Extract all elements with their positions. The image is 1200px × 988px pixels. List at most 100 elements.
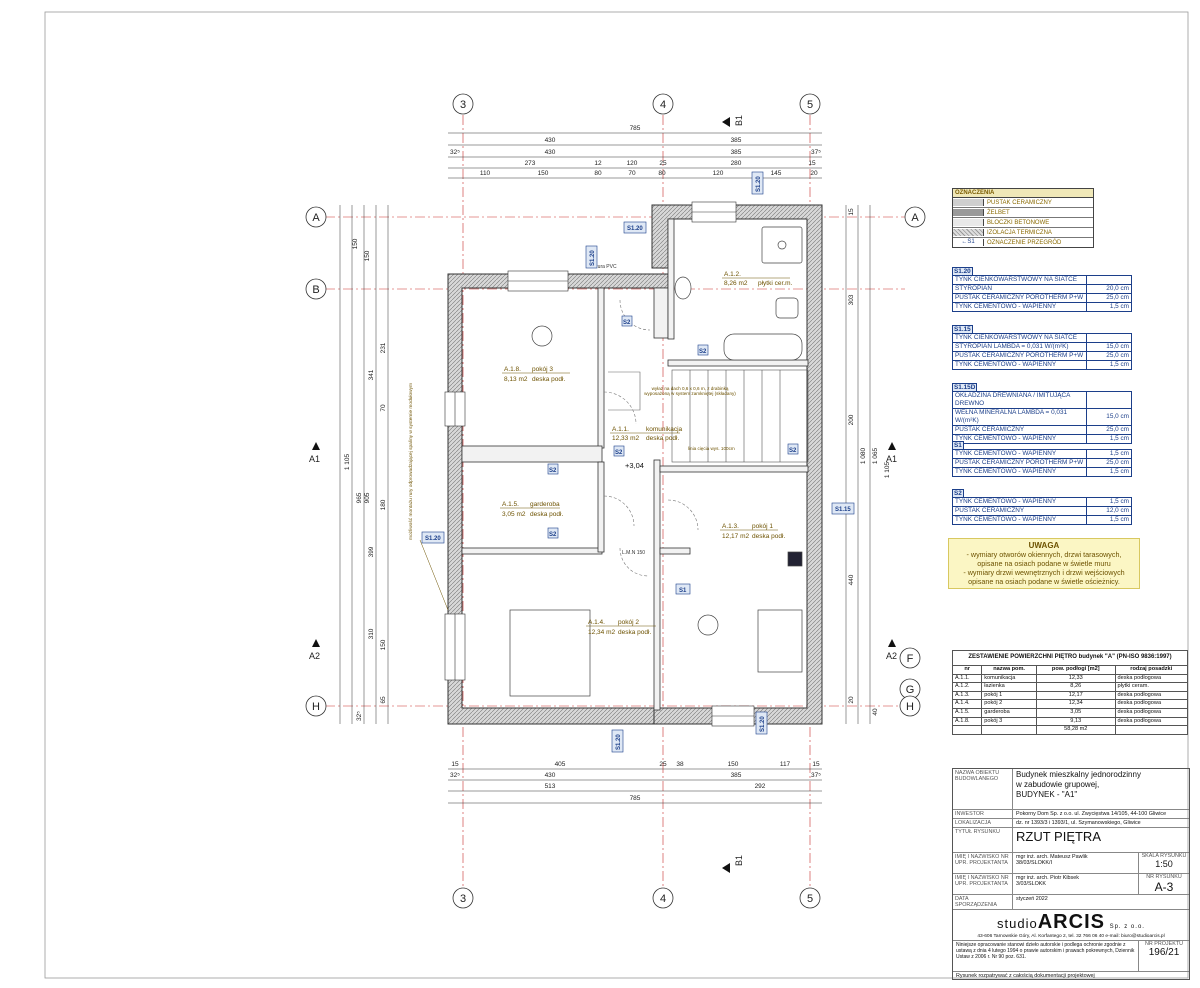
dim-bottom-overall: 785	[630, 795, 641, 802]
spec-layer: TYNK CEMENTOWO - WAPIENNY	[952, 467, 1087, 477]
cell: 9,13	[1035, 716, 1116, 727]
section-a1-left: A1	[309, 454, 320, 464]
table-row: 58,28 m2	[951, 725, 1189, 735]
dim-right-20: 20	[848, 696, 855, 704]
dim-left-310: 310	[368, 628, 375, 639]
cell: A.1.2.	[951, 682, 983, 692]
spec-layer: STYROPIAN LAMBDA = 0,031 W/(m²K)	[952, 342, 1087, 352]
cell: deska podłogowa	[1114, 707, 1189, 718]
axis-4-bottom: 4	[660, 893, 666, 905]
note-line: opisane na osiach podane w świetle oście…	[968, 577, 1120, 586]
spec-thickness	[1086, 275, 1132, 285]
section-a2-right: A2	[886, 651, 897, 661]
cell: A.1.1.	[951, 673, 983, 684]
spec-layer: PUSTAK CERAMICZNY	[952, 425, 1087, 435]
dim-top-145: 145	[771, 170, 782, 177]
note-line: opisane na osiach podane w świetle muru	[977, 559, 1111, 568]
room-a15-num: A.1.5.	[502, 501, 519, 508]
dim-top-120: 120	[627, 160, 638, 167]
area-header: nr	[951, 665, 983, 675]
room-a14-area: 12,34 m2	[588, 629, 615, 636]
spec-layer: TYNK CIENKOWARSTWOWY NA SIATCE	[952, 333, 1087, 343]
dim-bottom-37: 37⁵	[811, 772, 821, 779]
spec-thickness: 1,5 cm	[1086, 497, 1132, 507]
spec-layer: STYROPIAN	[952, 284, 1087, 294]
level-mark: +3,04	[625, 461, 644, 470]
spec-layer: TYNK CIENKOWARSTWOWY NA SIATCE	[952, 275, 1087, 285]
scale-label: SKALA RYSUNKU	[1141, 853, 1187, 859]
spec-s115d: S1.15D OKŁADZINA DREWNIANA / IMITUJĄCA D…	[952, 383, 1132, 444]
legend-label: ŻELBET	[987, 209, 1010, 216]
cell: 8,26	[1035, 682, 1116, 692]
dim-top-overall: 785	[630, 125, 641, 132]
cell: pokój 2	[981, 699, 1037, 709]
dim-right-1105: 1 105	[884, 461, 891, 478]
wall-tag-s2-b: S2	[549, 532, 557, 538]
dim-left-341: 341	[368, 369, 375, 380]
room-a18-area: 8,13 m2	[504, 376, 528, 383]
location: dz. nr 1393/3 i 1393/1, ul. Szymanowskie…	[1016, 820, 1141, 826]
area-header: rodzaj posadzki	[1114, 665, 1189, 675]
footer-note: Rysunek rozpatrywać z całością dokumenta…	[956, 973, 1095, 979]
dim-left-905: 905	[364, 492, 371, 503]
dim-right-303: 303	[848, 294, 855, 305]
axis-5-top: 5	[807, 99, 813, 111]
object-line: BUDYNEK - "A1"	[1016, 790, 1078, 799]
dim-left-150c: 150	[380, 639, 387, 650]
spec-thickness: 1,5 cm	[1086, 360, 1132, 370]
spec-s120: S1.20 TYNK CIENKOWARSTWOWY NA SIATCE STY…	[952, 267, 1132, 312]
legend-row: PUSTAK CERAMICZNY	[953, 198, 1093, 208]
axis-b-left: B	[312, 284, 319, 296]
wall-tag-right: S1.15	[835, 507, 851, 513]
cell: 12,33	[1035, 673, 1116, 684]
cell: deska podłogowa	[1114, 673, 1189, 684]
spec-layer: TYNK CEMENTOWO - WAPIENNY	[952, 515, 1087, 525]
cell: deska podłogowa	[1114, 699, 1189, 709]
dim-right-200: 200	[848, 414, 855, 425]
logo-text: studio	[997, 916, 1038, 931]
axis-3-bottom: 3	[460, 893, 466, 905]
object-label: NAZWA OBIEKTU BUDOWLANEGO	[953, 769, 1013, 809]
dim-left-180: 180	[380, 499, 387, 510]
area-schedule: ZESTAWIENIE POWIERZCHNI PIĘTRO budynek "…	[951, 650, 1189, 735]
section-b1-bottom: B1	[734, 855, 744, 866]
axis-h-left: H	[312, 701, 320, 713]
location-label: LOKALIZACJA	[953, 819, 1013, 827]
dim-top-32: 32⁵	[450, 149, 460, 156]
company-address: 43-606 Tarnowskie Góry, Al. Korfantego 2…	[977, 934, 1165, 939]
spec-thickness: 25,0 cm	[1086, 351, 1132, 361]
dim-top-110: 110	[480, 170, 491, 177]
stair-cut-note: linia cięcia wys. 100cm	[688, 446, 735, 451]
dim-top-385b: 385	[731, 149, 742, 156]
dim-top-25: 25	[659, 160, 667, 167]
investor: Pokorny Dom Sp. z o.o. ul. Zwycięstwa 14…	[1016, 811, 1167, 817]
cell: pokój 1	[981, 690, 1037, 701]
chimney-label: rura PVC	[596, 264, 617, 270]
wall-tag-top: S1.20	[627, 226, 643, 232]
door-lm-label: L.M.N 150	[622, 550, 645, 556]
wall-tag-top-mid: S1.20	[590, 250, 596, 266]
title-block: NAZWA OBIEKTU BUDOWLANEGO Budynek mieszk…	[952, 768, 1190, 980]
room-a11-name: komunikacja	[646, 426, 683, 433]
wall-tag-s2-a: S2	[549, 468, 557, 474]
wall-tag-s2-f: S2	[623, 320, 631, 326]
room-a14-num: A.1.4.	[588, 619, 605, 626]
wall-tag-s2-c: S2	[615, 450, 623, 456]
smoke-pipe-note: możliwość montażu rury odprowadzającej s…	[408, 383, 414, 540]
dim-top-430: 430	[545, 137, 556, 144]
dim-bottom-513: 513	[545, 783, 556, 790]
spec-code: S1.20	[952, 267, 973, 276]
dim-left-70: 70	[380, 404, 387, 412]
cell: A.1.3.	[951, 690, 983, 701]
project-label: NR PROJEKTU	[1144, 941, 1184, 947]
project-number: 196/21	[1148, 947, 1180, 958]
designer-license: 38/03/SLOKK/I	[1016, 860, 1052, 866]
legend-row: IZOLACJA TERMICZNA	[953, 228, 1093, 238]
roof-hatch-note: wyłaz na dach 0,6 x 0,6 m, z drabinką wy…	[644, 386, 736, 397]
dim-top-80b: 80	[658, 170, 666, 177]
room-a18-name: pokój 3	[532, 366, 553, 373]
